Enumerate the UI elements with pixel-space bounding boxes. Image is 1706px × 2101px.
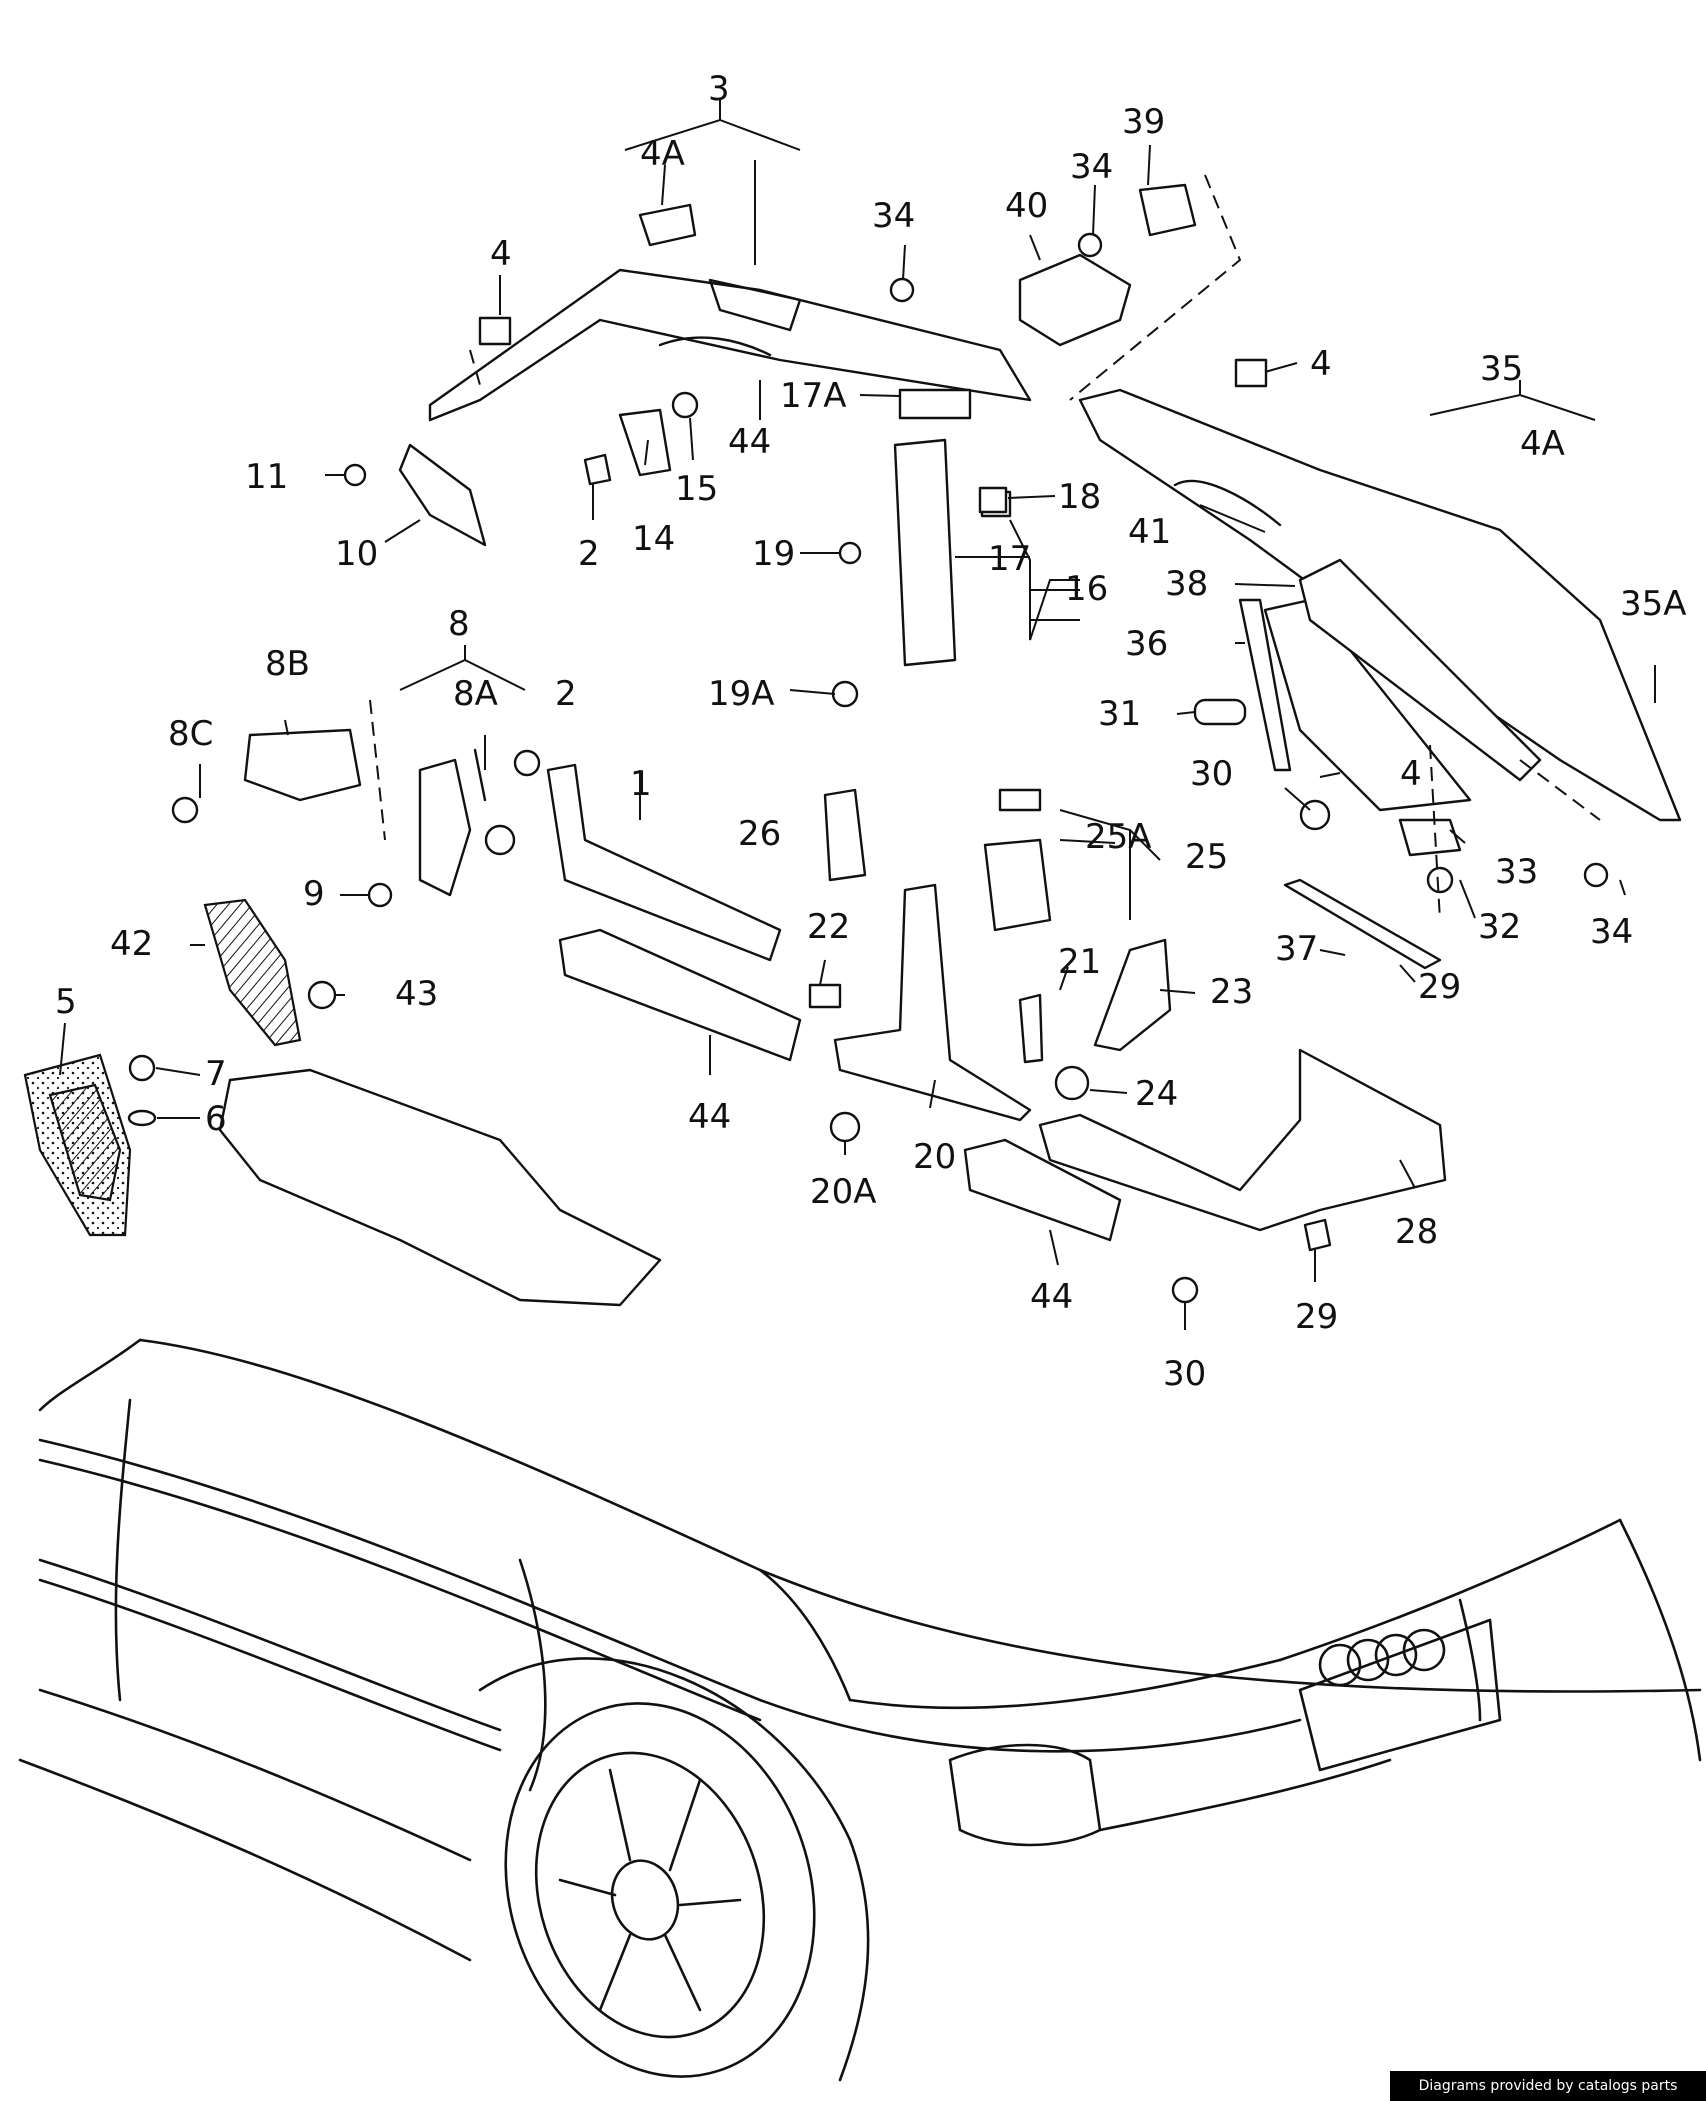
callout-34-c: 34: [1590, 912, 1633, 952]
callout-20a: 20A: [810, 1172, 877, 1212]
callout-15: 15: [675, 469, 718, 509]
callout-4-right-top: 4: [1310, 344, 1332, 384]
callout-25a: 25A: [1085, 817, 1152, 857]
callout-30-bottom: 30: [1163, 1354, 1206, 1394]
callout-34-a: 34: [1070, 147, 1113, 187]
callout-35a: 35A: [1620, 584, 1687, 624]
callout-25: 25: [1185, 837, 1228, 877]
callout-7: 7: [205, 1054, 227, 1094]
callout-44-top: 44: [728, 422, 771, 462]
callout-33: 33: [1495, 852, 1538, 892]
callout-34-b: 34: [872, 196, 915, 236]
callout-11: 11: [245, 457, 288, 497]
callout-42: 42: [110, 924, 153, 964]
callout-17: 17: [988, 539, 1031, 579]
callout-19: 19: [752, 534, 795, 574]
callout-labels: 3 4A 4 39 34 40 34 4 35 4A 17A 44 11 15 …: [55, 69, 1687, 1394]
callout-6: 6: [205, 1099, 227, 1139]
callout-29-bottom: 29: [1295, 1297, 1338, 1337]
callout-2-mid: 2: [555, 674, 577, 714]
part-drawings: [23, 183, 1682, 1307]
callout-32: 32: [1478, 907, 1521, 947]
callout-38: 38: [1165, 564, 1208, 604]
callout-43: 43: [395, 974, 438, 1014]
leader-lines: [59, 100, 1656, 1330]
callout-2-top: 2: [578, 534, 600, 574]
callout-16: 16: [1065, 569, 1108, 609]
callout-39: 39: [1122, 102, 1165, 142]
callout-41: 41: [1128, 512, 1171, 552]
callout-24: 24: [1135, 1074, 1178, 1114]
callout-3: 3: [708, 69, 730, 109]
callout-28: 28: [1395, 1212, 1438, 1252]
callout-8b: 8B: [265, 644, 310, 684]
callout-44-bottom: 44: [1030, 1277, 1073, 1317]
callout-21: 21: [1058, 942, 1101, 982]
credit-banner: Diagrams provided by catalogs parts: [1390, 2071, 1706, 2101]
callout-22: 22: [807, 907, 850, 947]
callout-36: 36: [1125, 624, 1168, 664]
callout-20: 20: [913, 1137, 956, 1177]
callout-4a-top: 4A: [640, 134, 685, 174]
callout-44-mid: 44: [688, 1097, 731, 1137]
car-body-illustration: [18, 1338, 1702, 2082]
callout-30-top: 30: [1190, 754, 1233, 794]
callout-26: 26: [738, 814, 781, 854]
callout-17a: 17A: [780, 376, 847, 416]
callout-8c: 8C: [168, 714, 213, 754]
callout-35: 35: [1480, 349, 1523, 389]
callout-8: 8: [448, 604, 470, 644]
callout-5: 5: [55, 982, 77, 1022]
callout-40: 40: [1005, 186, 1048, 226]
callout-10: 10: [335, 534, 378, 574]
callout-37: 37: [1275, 929, 1318, 969]
callout-31: 31: [1098, 694, 1141, 734]
callout-8a: 8A: [453, 674, 498, 714]
callout-18: 18: [1058, 477, 1101, 517]
callout-4a-right: 4A: [1520, 424, 1565, 464]
callout-23: 23: [1210, 972, 1253, 1012]
callout-4-right-mid: 4: [1400, 754, 1422, 794]
callout-14: 14: [632, 519, 675, 559]
callout-1: 1: [630, 764, 652, 804]
callout-19a: 19A: [708, 674, 775, 714]
callout-29-right: 29: [1418, 967, 1461, 1007]
callout-9: 9: [303, 874, 325, 914]
callout-4-left: 4: [490, 234, 512, 274]
